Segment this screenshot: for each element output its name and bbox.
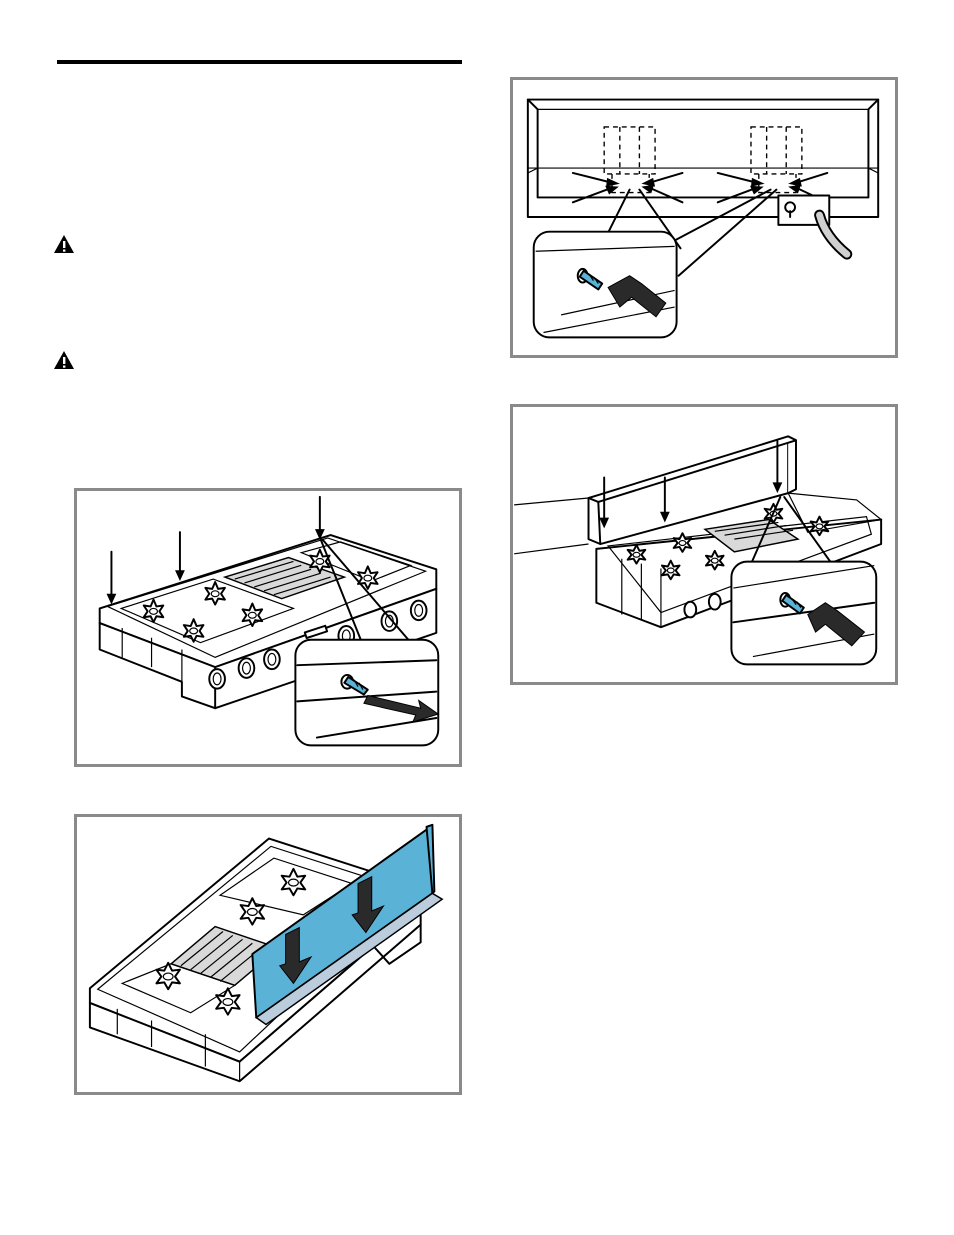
figure-top-screws — [510, 404, 898, 685]
backguard-insert-illustration — [88, 823, 444, 1083]
rear-view-illustration — [526, 98, 880, 339]
warning-icon — [54, 351, 74, 369]
backguard-installed-illustration — [514, 435, 883, 666]
cooktop-illustration — [98, 495, 440, 747]
warning-icon — [54, 235, 74, 253]
figure-rear-screws — [510, 77, 898, 358]
figure-remove-screws — [74, 488, 462, 767]
section-rule — [57, 60, 462, 64]
figure-insert-backguard — [74, 814, 462, 1095]
